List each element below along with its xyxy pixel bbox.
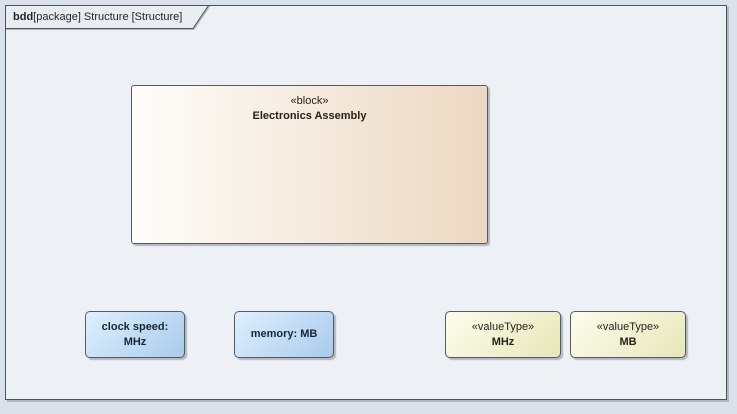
property-clock-speed[interactable]: clock speed: MHz (85, 311, 185, 358)
property-label-line: memory: MB (250, 328, 318, 340)
valuetype-stereotype: «valueType» (471, 320, 535, 333)
frame-diagram-title: [package] Structure [Structure] (33, 10, 183, 23)
block-stereotype: «block» (290, 95, 329, 107)
block-name: Electronics Assembly (252, 110, 367, 122)
frame-diagram-kind: bdd (13, 10, 34, 23)
property-memory[interactable]: memory: MB (234, 311, 334, 358)
frame-tab-label: bdd[package] Structure [Structure] (13, 5, 182, 28)
property-label-line: clock speed: (101, 320, 169, 333)
block-electronics-assembly[interactable]: «block» Electronics Assembly (131, 85, 488, 244)
diagram-frame: bdd[package] Structure [Structure] «bloc… (5, 5, 727, 400)
frame-tab-shape (5, 5, 210, 29)
property-label-line: MHz (123, 335, 147, 348)
valuetype-stereotype: «valueType» (596, 320, 660, 333)
diagram-frame-tab[interactable]: bdd[package] Structure [Structure] (5, 5, 211, 30)
valuetype-name: MHz (491, 335, 515, 348)
valuetype-mhz[interactable]: «valueType» MHz (445, 311, 561, 358)
valuetype-name: MB (619, 335, 637, 348)
valuetype-mb[interactable]: «valueType» MB (570, 311, 686, 358)
